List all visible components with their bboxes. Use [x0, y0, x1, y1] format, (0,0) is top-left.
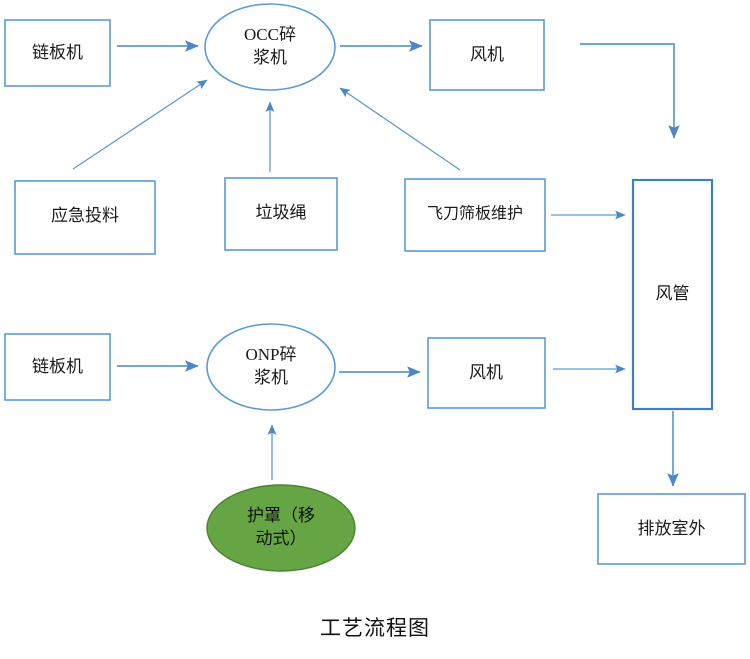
node-fan-top-label: 风机 [470, 45, 504, 64]
edge-fan-top-to-duct [580, 43, 680, 139]
node-hood-mobile-label-line2: 动式） [256, 529, 307, 548]
node-onp-pulper-label-line2: 浆机 [254, 368, 288, 387]
node-emergency-feed-label: 应急投料 [51, 206, 119, 225]
node-air-duct[interactable]: 风管 [631, 178, 714, 411]
node-cutter-screen-maintenance-label: 飞刀筛板维护 [427, 204, 523, 223]
node-discharge-outdoor[interactable]: 排放室外 [597, 493, 746, 565]
node-chain-conveyor-bottom[interactable]: 链板机 [4, 333, 111, 401]
node-hood-mobile-label-line1: 护罩（移 [247, 506, 315, 525]
node-hood-mobile[interactable]: 护罩（移 动式） [206, 484, 356, 572]
node-fan-bottom[interactable]: 风机 [427, 337, 546, 409]
node-waste-rope[interactable]: 垃圾绳 [224, 177, 338, 251]
diagram-title: 工艺流程图 [320, 616, 430, 640]
node-onp-pulper[interactable]: ONP碎 浆机 [206, 323, 336, 411]
node-air-duct-label: 风管 [656, 284, 690, 303]
node-fan-bottom-label: 风机 [469, 363, 503, 382]
node-occ-pulper[interactable]: OCC碎 浆机 [204, 3, 336, 91]
node-occ-pulper-label-line2: 浆机 [253, 48, 287, 67]
edge-layer [72, 40, 680, 487]
edge-emergency-to-occ [72, 79, 208, 170]
node-emergency-feed[interactable]: 应急投料 [14, 180, 156, 255]
node-chain-conveyor-top-label: 链板机 [32, 43, 83, 62]
node-chain-conveyor-bottom-label: 链板机 [32, 357, 83, 376]
node-fan-top[interactable]: 风机 [429, 19, 545, 91]
node-cutter-screen-maintenance[interactable]: 飞刀筛板维护 [404, 178, 546, 252]
node-occ-pulper-label-line1: OCC碎 [244, 25, 296, 44]
node-onp-pulper-label-line1: ONP碎 [245, 345, 296, 364]
edge-cutter-to-occ [339, 87, 461, 171]
node-chain-conveyor-top[interactable]: 链板机 [4, 19, 111, 87]
node-discharge-outdoor-label: 排放室外 [638, 519, 706, 538]
node-waste-rope-label: 垃圾绳 [256, 203, 307, 222]
